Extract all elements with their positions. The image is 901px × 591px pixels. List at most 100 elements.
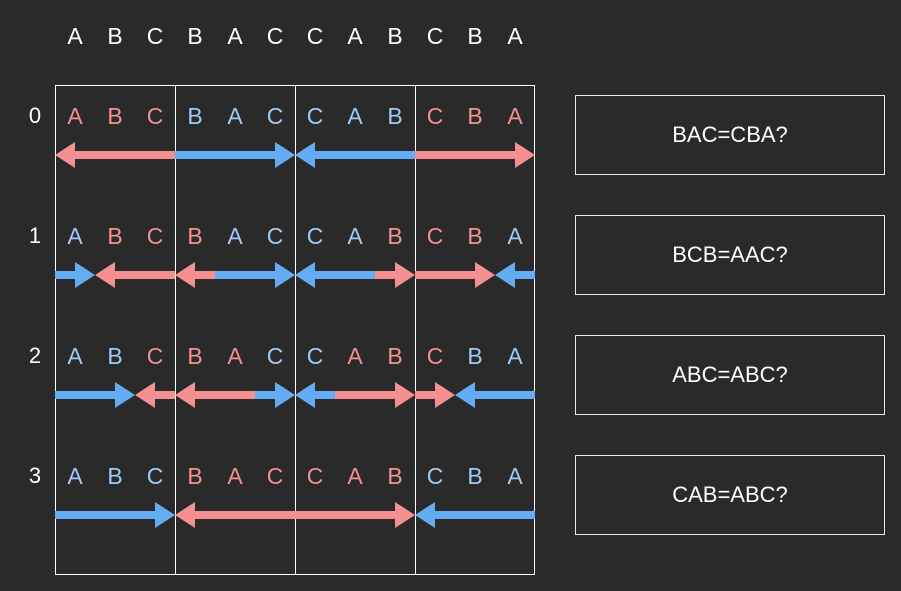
cell-letter: A [227,343,243,369]
arrow-blue-left [415,502,535,528]
arrow-blue-right [55,382,135,408]
grid-divider [415,85,416,575]
arrow-shaft [255,391,275,399]
cell-letter: C [266,343,284,369]
row-label: 1 [28,223,42,248]
arrow-shaft [155,391,175,399]
cell-letter: A [507,463,523,489]
grid-divider [175,85,176,575]
arrow-red-right [415,142,535,168]
cell-letter: B [187,463,203,489]
arrow-head [295,262,315,288]
arrow-red-right [415,262,495,288]
arrow-shaft [55,511,155,519]
arrow-red-right [375,262,415,288]
arrow-blue-left [455,382,535,408]
cell-letter: B [107,463,123,489]
header-letter: B [387,23,403,49]
arrow-head [155,502,175,528]
arrow-shaft [55,271,75,279]
cell-letter: A [507,343,523,369]
cell-letter: A [227,103,243,129]
cell-letter: C [426,103,444,129]
header-letter: A [347,23,363,49]
arrow-blue-right [215,262,295,288]
arrow-head [435,382,455,408]
cell-letter: B [107,223,123,249]
arrow-shaft [475,391,535,399]
arrow-shaft [315,151,415,159]
arrow-blue-right [55,502,175,528]
header-letter: A [507,23,523,49]
cell-letter: A [507,103,523,129]
arrow-shaft [375,271,395,279]
cell-letter: B [467,343,483,369]
arrow-blue-right [55,262,95,288]
arrow-shaft [415,151,515,159]
arrow-shaft [115,271,175,279]
question-box-row-3: CAB=ABC? [575,455,885,535]
arrow-head [95,262,115,288]
arrow-head [395,262,415,288]
cell-letter: C [426,343,444,369]
cell-letter: B [187,343,203,369]
arrow-head [75,262,95,288]
arrow-blue-left [495,262,535,288]
arrow-head [275,142,295,168]
arrow-head [175,502,195,528]
cell-letter: B [387,223,403,249]
header-letter: B [107,23,123,49]
header-letter: A [227,23,243,49]
header-letter: A [67,23,83,49]
cell-letter: C [146,223,164,249]
arrow-red-right [295,502,415,528]
arrow-red-left [95,262,175,288]
arrow-shaft [55,391,115,399]
cell-letter: C [306,463,324,489]
cell-letter: C [266,223,284,249]
arrow-red-left [175,382,255,408]
cell-letter: C [306,223,324,249]
arrow-head [515,142,535,168]
cell-letter: B [107,343,123,369]
cell-letter: B [467,463,483,489]
cell-letter: B [467,103,483,129]
arrow-head [295,382,315,408]
arrow-head [415,502,435,528]
arrow-red-left [175,262,215,288]
question-text: ABC=ABC? [672,362,788,387]
arrow-red-left [175,502,295,528]
arrow-head [395,502,415,528]
arrow-head [55,142,75,168]
cell-letter: B [387,463,403,489]
arrow-head [175,382,195,408]
arrow-head [295,142,315,168]
arrow-shaft [435,511,535,519]
arrow-shaft [315,391,335,399]
arrow-blue-left [295,382,335,408]
arrow-blue-left [295,262,375,288]
cell-letter: C [426,223,444,249]
cell-letter: A [347,103,363,129]
arrow-red-left [135,382,175,408]
cell-letter: C [306,343,324,369]
question-text: BCB=AAC? [672,242,788,267]
arrow-red-right [415,382,455,408]
arrow-head [395,382,415,408]
question-box-row-2: ABC=ABC? [575,335,885,415]
cell-letter: B [467,223,483,249]
cell-letter: A [507,223,523,249]
question-box-row-1: BCB=AAC? [575,215,885,295]
arrow-shaft [335,391,395,399]
cell-letter: C [146,103,164,129]
row-label: 3 [28,463,42,488]
arrow-shaft [295,511,395,519]
header-letter: C [146,23,164,49]
header-letter: C [306,23,324,49]
cell-letter: C [266,463,284,489]
question-text: BAC=CBA? [672,122,788,147]
header-letter: B [187,23,203,49]
arrow-shaft [175,151,275,159]
arrow-head [455,382,475,408]
cell-letter: B [187,103,203,129]
